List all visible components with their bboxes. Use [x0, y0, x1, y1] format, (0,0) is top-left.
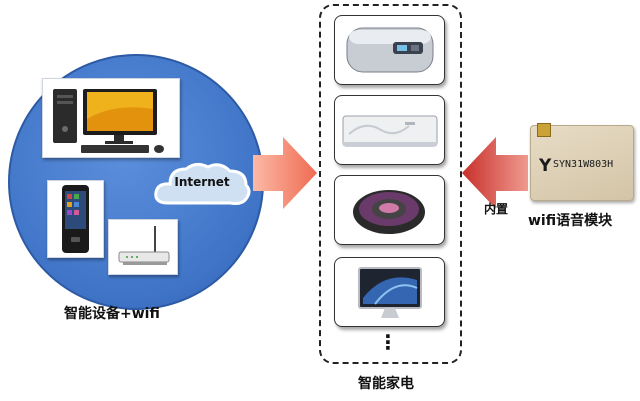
tv-card: [334, 257, 445, 327]
air-conditioner-card: [334, 95, 445, 165]
more-appliances-ellipsis: ⋮: [378, 330, 398, 354]
air-conditioner-icon: [342, 115, 438, 147]
builtin-label: 内置: [484, 202, 509, 216]
smartphone-icon: [62, 185, 89, 253]
robot-vacuum-icon: [353, 190, 425, 234]
television-icon: [358, 267, 422, 318]
appliances-caption: 智能家电: [358, 376, 414, 392]
router-card: [108, 219, 178, 275]
right-arrow-icon: [462, 137, 528, 209]
cloud-label: Internet: [174, 175, 230, 189]
appliance-group: [319, 4, 462, 364]
phone-card: [47, 180, 104, 258]
wifi-voice-module: Y SYN31W803H: [530, 123, 634, 201]
left-arrow-icon: [253, 137, 317, 209]
computer-card: [42, 78, 180, 158]
desktop-computer-icon: [53, 89, 164, 153]
water-heater-card: [334, 15, 445, 85]
wifi-router-icon: [118, 226, 170, 265]
internet-cloud: Internet: [150, 157, 254, 213]
module-connector: [537, 123, 551, 137]
devices-caption: 智能设备+wifi: [64, 306, 160, 322]
robot-vacuum-card: [334, 175, 445, 245]
module-logo: Y: [539, 156, 552, 176]
module-chip-text: SYN31W803H: [553, 159, 614, 170]
cloud-icon: [154, 162, 251, 205]
water-heater-icon: [346, 27, 434, 73]
module-caption: wifi语音模块: [528, 213, 613, 229]
